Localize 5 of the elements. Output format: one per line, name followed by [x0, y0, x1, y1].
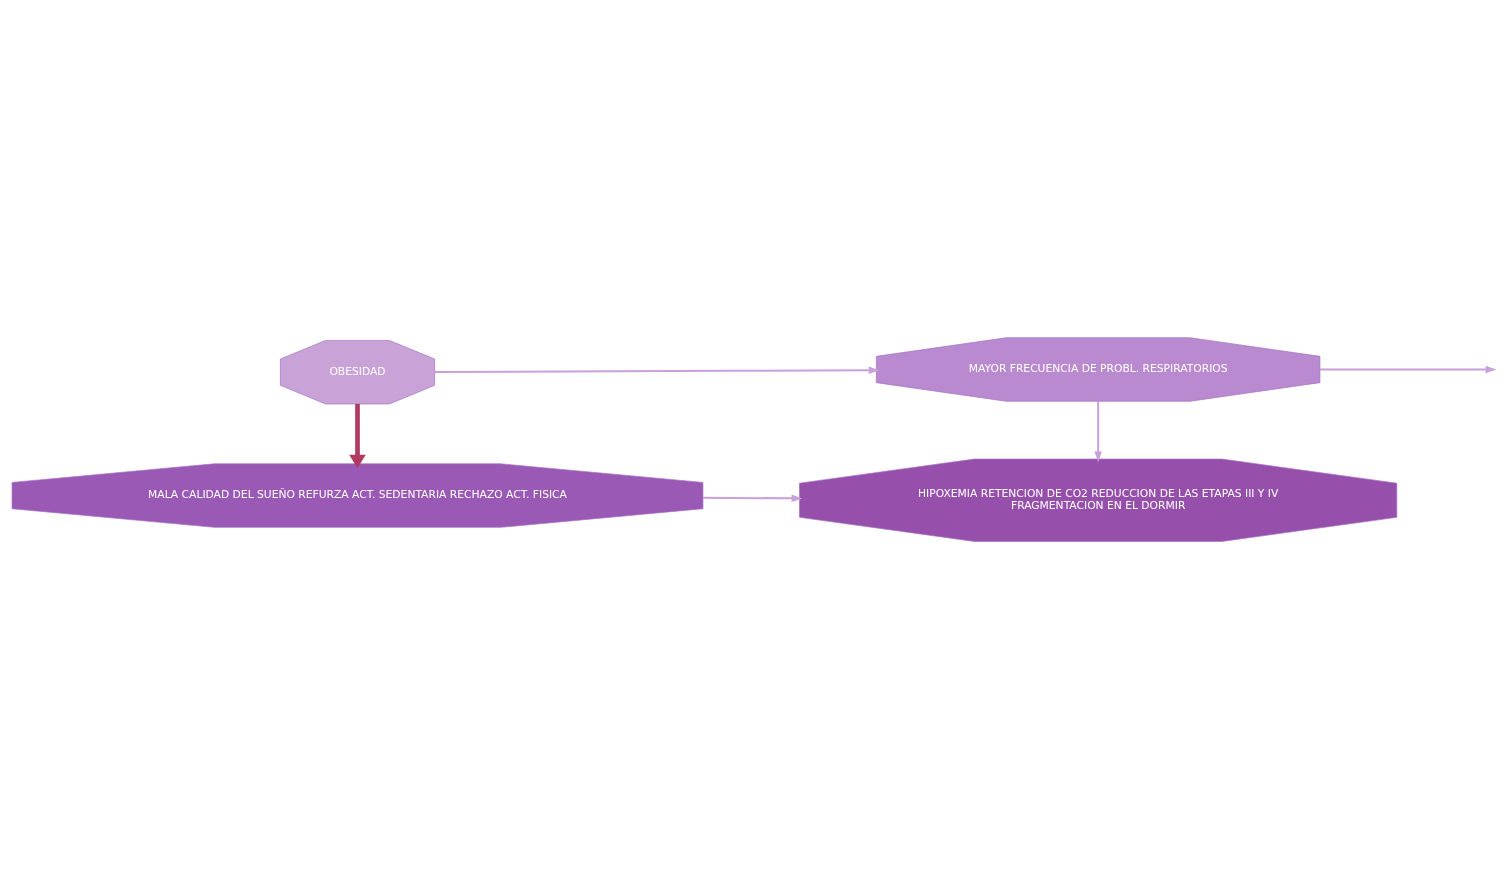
arrow — [434, 366, 880, 375]
arrow — [702, 494, 803, 503]
arrow — [1320, 365, 1497, 374]
arrow — [1094, 401, 1102, 463]
arrow — [349, 404, 366, 469]
